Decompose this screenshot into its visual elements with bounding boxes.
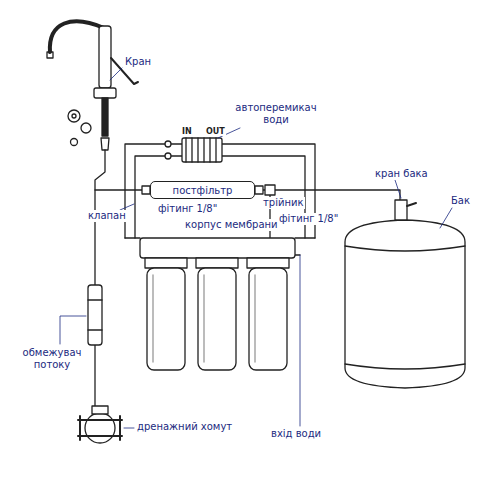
housing-ring (145, 258, 187, 268)
fitting (165, 153, 171, 159)
cap-bracket (140, 238, 295, 258)
part-label: клапан (87, 210, 127, 222)
tank-seam (345, 246, 465, 369)
housing-highlight (153, 275, 255, 362)
flow-restrictor (88, 285, 102, 345)
inlet-pipe (295, 254, 300, 255)
washer (81, 123, 91, 133)
faucet-shaft (102, 98, 108, 136)
node-text: постфільтр (173, 185, 233, 196)
port-label: IN (181, 127, 193, 136)
washer (72, 114, 76, 118)
filter-cartridge: постфільтр (150, 181, 255, 199)
storage-tank (345, 220, 465, 388)
leader-line (300, 255, 301, 426)
housing-ring (247, 258, 289, 268)
part-label: обмежувач потоку (10, 347, 94, 370)
faucet-spout (50, 21, 104, 52)
housing-ring (196, 258, 238, 268)
leader-line (440, 208, 452, 228)
leader-line (124, 428, 134, 429)
fitting (165, 141, 171, 147)
port-label: OUT (205, 127, 226, 136)
tank-valve-handle (407, 203, 416, 206)
autoswitch-body (182, 138, 222, 162)
leader-line (395, 180, 401, 198)
postfilter-fitting (142, 186, 150, 194)
faucet-base (94, 88, 116, 98)
washer (68, 110, 80, 122)
part-label: автоперемикач води (232, 102, 320, 125)
faucet-body (99, 26, 111, 88)
leader-line (60, 316, 86, 344)
washer (71, 139, 78, 146)
part-label: корпус мембрани (184, 219, 279, 231)
leader-line (110, 68, 122, 80)
part-label: дренажний хомут (136, 421, 233, 433)
part-label: фітинг 1/8" (157, 203, 218, 215)
flow-restrictor-band (88, 300, 102, 330)
part-label: Бак (450, 195, 471, 207)
tee-fitting (265, 185, 275, 195)
drain-pipe (94, 345, 95, 408)
part-label: вхід води (270, 428, 322, 440)
faucet-fitting (101, 138, 109, 150)
faucet-nozzle (47, 52, 53, 58)
part-label: фітинг 1/8" (278, 213, 339, 225)
autoswitch-ribs (186, 138, 216, 162)
part-label: кран бака (374, 168, 429, 180)
drain-clamp-port (92, 406, 108, 414)
part-label: Кран (124, 56, 152, 68)
part-label: трійник (262, 197, 305, 209)
postfilter-fitting (255, 186, 263, 194)
tank-valve (395, 200, 407, 220)
drain-pipe-section (85, 413, 115, 443)
drain-clamp (78, 416, 122, 440)
